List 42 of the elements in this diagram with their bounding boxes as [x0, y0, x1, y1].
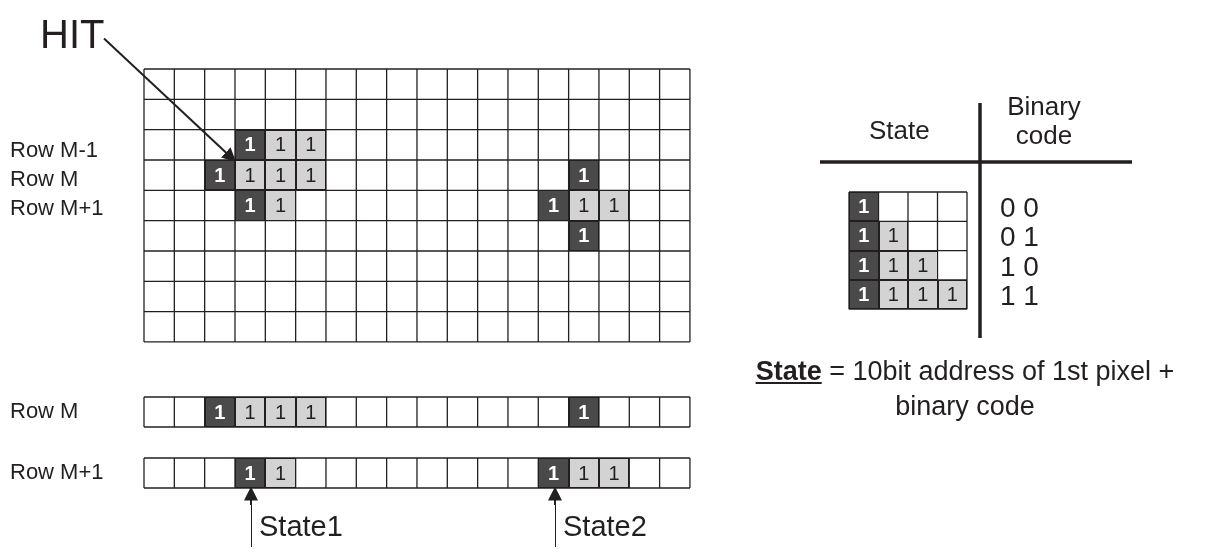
- row-label: Row M+1: [10, 197, 104, 219]
- neighbor-pixel: 1: [878, 221, 908, 251]
- neighbor-pixel: 1: [568, 458, 599, 488]
- row-label: Row M: [10, 168, 79, 190]
- column-header: Binary code: [1006, 92, 1082, 150]
- neighbor-pixel: 1: [265, 397, 296, 427]
- hit-pixel: 1: [849, 221, 879, 251]
- hit-pixel: 1: [204, 397, 235, 427]
- neighbor-pixel: 1: [265, 129, 296, 160]
- hit-pixel: 1: [235, 190, 266, 221]
- neighbor-pixel: 1: [598, 190, 630, 221]
- state-label: State1: [251, 505, 341, 547]
- hit-pixel: 1: [538, 190, 569, 221]
- neighbor-pixel: 1: [568, 190, 599, 221]
- neighbor-pixel: 1: [295, 397, 326, 427]
- binary-code: 1 0: [1000, 253, 1039, 281]
- hit-pixel: 1: [235, 458, 266, 488]
- hit-pixel: 1: [538, 458, 569, 488]
- state-label: State2: [555, 505, 645, 547]
- hit-pixel: 1: [849, 250, 879, 280]
- neighbor-pixel: 1: [908, 279, 938, 310]
- neighbor-pixel: 1: [598, 458, 630, 488]
- binary-code: 0 0: [1000, 194, 1039, 222]
- neighbor-pixel: 1: [265, 190, 296, 221]
- arrow: [548, 486, 562, 506]
- hit-pixel: 1: [849, 192, 879, 222]
- column-header: State: [869, 117, 930, 143]
- binary-code: 1 1: [1000, 282, 1039, 310]
- arrow: [103, 37, 236, 162]
- arrow: [244, 486, 258, 506]
- formula-text: State = 10bit address of 1st pixel + binary code: [754, 355, 1176, 424]
- neighbor-pixel: 1: [265, 160, 296, 191]
- neighbor-pixel: 1: [235, 397, 266, 427]
- binary-code: 0 1: [1000, 223, 1039, 251]
- neighbor-pixel: 1: [265, 458, 296, 488]
- row-label: Row M: [10, 400, 79, 422]
- hit-label: HIT: [40, 12, 106, 56]
- hit-pixel: 1: [849, 279, 879, 310]
- row-label: Row M+1: [10, 461, 104, 483]
- row-label: Row M-1: [10, 139, 98, 161]
- hit-pixel: 1: [568, 397, 599, 427]
- neighbor-pixel: 1: [908, 250, 938, 280]
